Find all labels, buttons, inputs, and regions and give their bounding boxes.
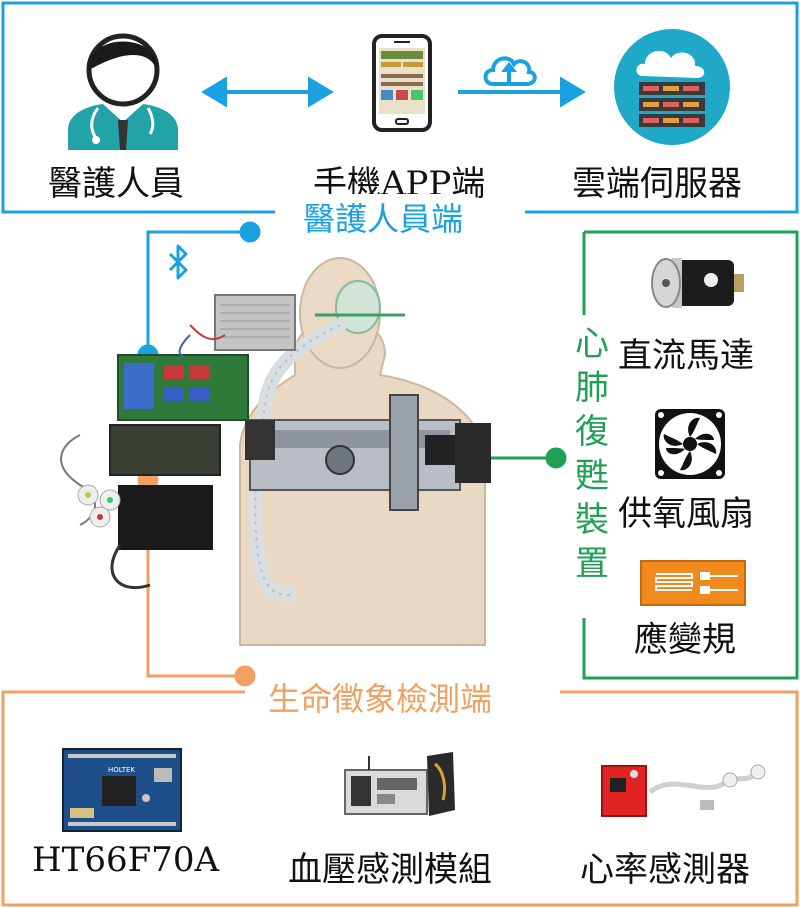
right-section-frame [582,230,799,680]
dc-motor-icon [651,258,744,308]
right-title-char: 置 [575,544,609,584]
server-icon [614,29,730,145]
cloud-server-label: 雲端伺服器 [572,164,742,204]
fan-icon [655,409,725,479]
svg-text:HOLTEK: HOLTEK [108,766,135,774]
cloud-upload-icon [483,56,537,86]
top-section-title: 醫護人員端 [293,194,474,240]
right-title-char: 復 [575,412,609,452]
server-racks [639,82,705,127]
cpr-mannequin-image [60,257,491,646]
bottom-section-frame [1,690,799,907]
bidirectional-arrow [201,76,334,108]
top-section-frame [1,1,799,214]
medical-staff-label: 醫護人員 [48,164,184,204]
right-title-char: 裝 [575,500,609,540]
mcu-label: HT66F70A [32,840,219,880]
heart-sensor-icon [601,764,766,817]
dc-motor-label: 直流馬達 [618,336,754,376]
bluetooth-icon [168,244,188,280]
right-title-char: 肺 [575,368,609,408]
strain-gauge-label: 應變規 [634,620,736,660]
upload-arrow [458,76,586,108]
heart-sensor-label: 心率感測器 [580,850,750,890]
right-section-title: 心 肺 復 甦 裝 置 [572,322,612,586]
strain-gauge-icon [640,560,746,606]
phone-icon [372,34,432,132]
bp-module-label: 血壓感測模組 [288,850,492,890]
mcu-board-icon: HOLTEK [62,748,182,832]
right-title-char: 心 [575,324,609,364]
doctor-icon [68,33,178,150]
bottom-section-title: 生命徵象檢測端 [258,674,503,720]
right-title-char: 甦 [575,456,609,496]
bp-module-icon [344,752,455,816]
oxygen-fan-label: 供氧風扇 [618,494,754,534]
